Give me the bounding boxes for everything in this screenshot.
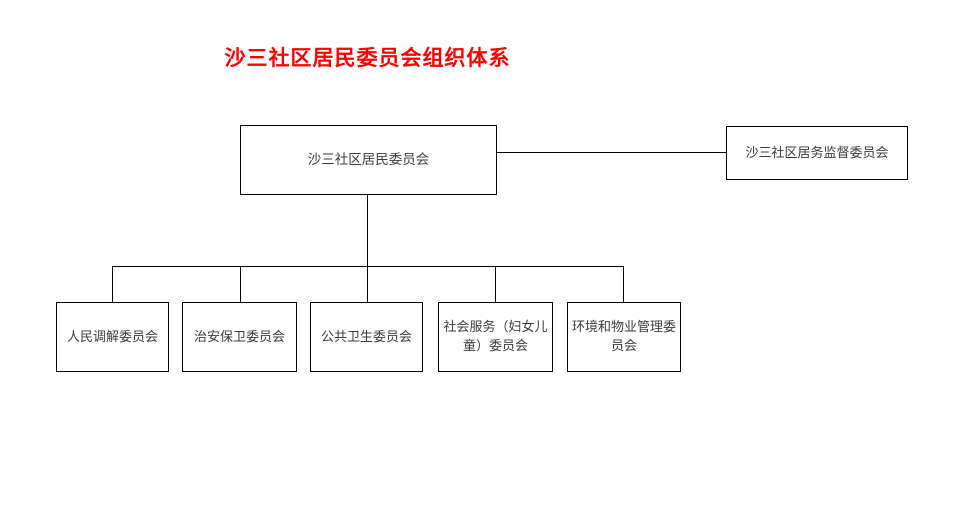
node-child-health[interactable]: 公共卫生委员会 — [310, 302, 423, 372]
node-child-label: 环境和物业管理委员会 — [572, 319, 677, 353]
node-root-residents-committee[interactable]: 沙三社区居民委员会 — [240, 125, 497, 195]
node-root-label: 沙三社区居民委员会 — [307, 152, 430, 168]
node-child-environment-property[interactable]: 环境和物业管理委员会 — [567, 302, 681, 372]
page-title: 沙三社区居民委员会组织体系 — [224, 47, 511, 70]
node-child-social-service[interactable]: 社会服务（妇女儿童）委员会 — [438, 302, 553, 372]
connector-root-to-supervisory — [497, 152, 726, 153]
connector-drop-security — [240, 266, 241, 302]
node-child-security[interactable]: 治安保卫委员会 — [182, 302, 297, 372]
connector-drop-health — [367, 266, 368, 302]
connector-drop-environment — [623, 266, 624, 302]
node-supervisory-label: 沙三社区居务监督委员会 — [745, 144, 889, 160]
connector-distribution-bus — [112, 266, 624, 267]
node-child-mediation[interactable]: 人民调解委员会 — [56, 302, 169, 372]
node-supervisory-committee[interactable]: 沙三社区居务监督委员会 — [726, 126, 908, 180]
connector-drop-mediation — [112, 266, 113, 302]
node-child-label: 公共卫生委员会 — [320, 328, 412, 344]
connector-root-trunk — [367, 195, 368, 266]
node-child-label: 人民调解委员会 — [66, 328, 158, 344]
connector-drop-social — [495, 266, 496, 302]
node-child-label: 社会服务（妇女儿童）委员会 — [443, 319, 548, 353]
node-child-label: 治安保卫委员会 — [193, 328, 285, 344]
